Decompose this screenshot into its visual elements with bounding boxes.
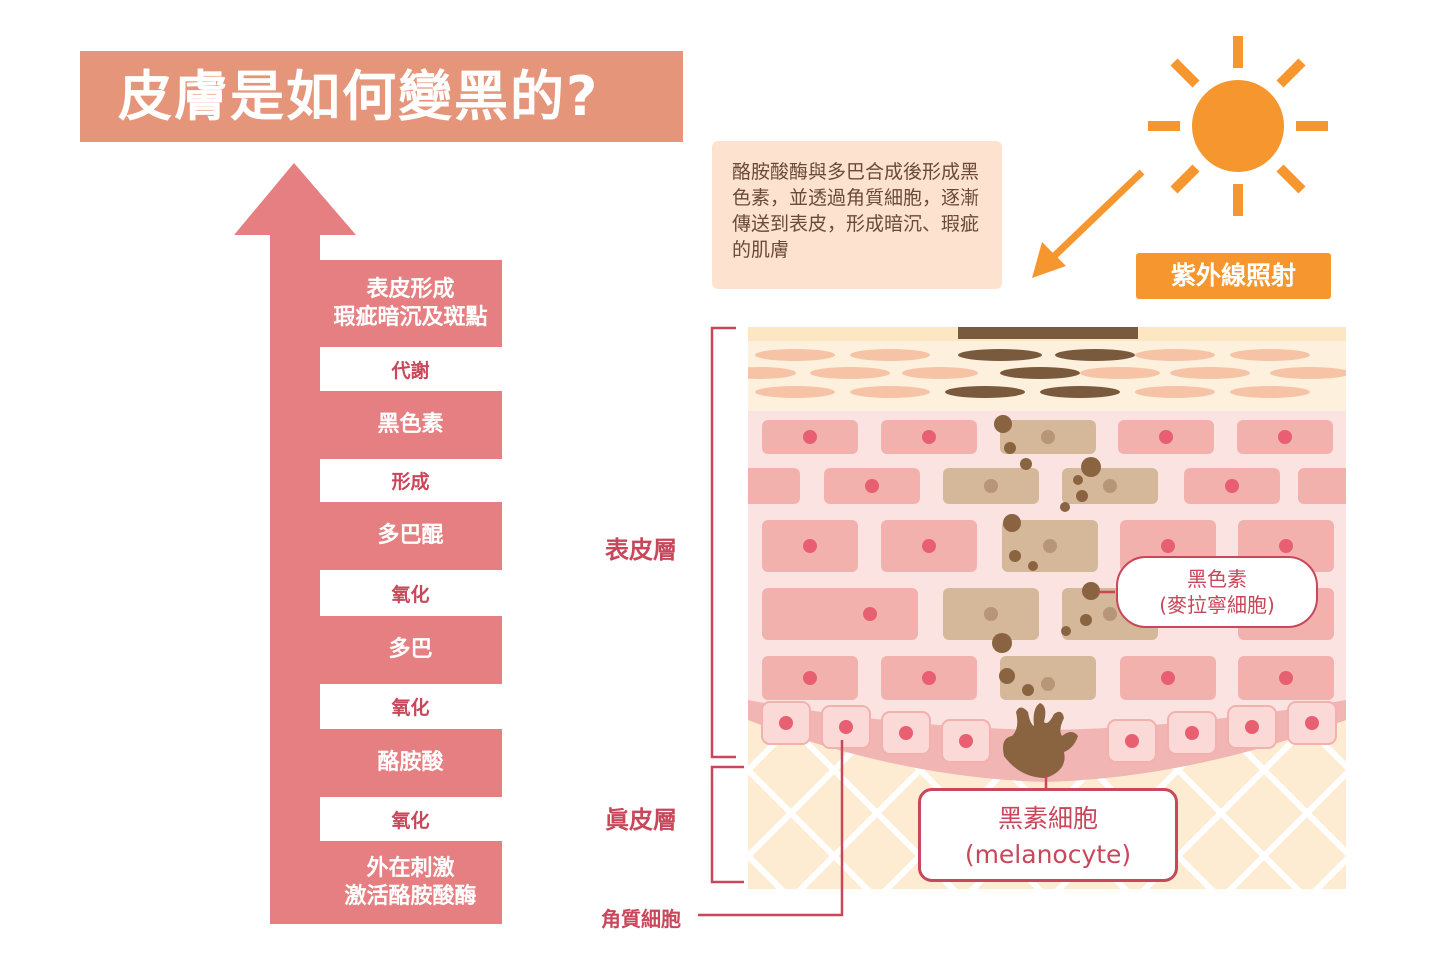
step-tyrosine: 酪胺酸 bbox=[319, 729, 502, 797]
melanocyte-callout-title: 黑素細胞 bbox=[997, 804, 1098, 833]
sun-icon bbox=[1148, 36, 1328, 216]
process-note: 酪胺酸酶與多巴合成後形成黑色素，並透過角質細胞，逐漸傳送到表皮，形成暗沉、瑕疵的… bbox=[712, 141, 1002, 289]
step-blemish: 表皮形成 瑕疵暗沉及斑點 bbox=[319, 260, 502, 347]
epidermis-label: 表皮層 bbox=[605, 536, 677, 564]
step-dopa: 多巴 bbox=[319, 616, 502, 684]
step-label: 多巴 bbox=[388, 637, 433, 662]
step-label: 酪胺酸 bbox=[377, 750, 444, 775]
connector-oxidation-2: 氧化 bbox=[391, 697, 430, 719]
step-melanin: 黑色素 bbox=[319, 391, 502, 459]
step-label: 多巴醌 bbox=[377, 523, 444, 548]
uv-label: 紫外線照射 bbox=[1136, 253, 1331, 299]
melanocyte-callout-subtitle: (melanocyte) bbox=[964, 840, 1132, 869]
melanocyte-shape bbox=[1003, 703, 1078, 778]
connector-metabolism: 代謝 bbox=[391, 359, 430, 382]
uv-arrow-icon bbox=[1032, 169, 1145, 278]
step-label: 黑色素 bbox=[377, 412, 444, 437]
page-title: 皮膚是如何變黑的? bbox=[80, 51, 683, 142]
melanin-granules bbox=[992, 415, 1101, 696]
melanin-callout-subtitle: (麥拉寧細胞) bbox=[1159, 593, 1275, 617]
connector-form: 形成 bbox=[391, 471, 430, 493]
keratinocyte-label: 角質細胞 bbox=[601, 907, 681, 931]
step-external-stimulus: 外在刺激 激活酪胺酸酶 bbox=[319, 841, 502, 924]
step-dopaquinone: 多巴醌 bbox=[319, 502, 502, 570]
step-label: 表皮形成 瑕疵暗沉及斑點 bbox=[333, 276, 488, 330]
dermis-label: 眞皮層 bbox=[605, 806, 677, 834]
melanin-callout-title: 黑色素 bbox=[1187, 567, 1247, 591]
step-label: 外在刺激 激活酪胺酸酶 bbox=[344, 855, 477, 909]
melanin-callout: 黑色素 (麥拉寧細胞) bbox=[1116, 556, 1318, 628]
connector-oxidation-1: 氧化 bbox=[391, 583, 430, 606]
connector-oxidation-3: 氧化 bbox=[391, 809, 430, 832]
melanocyte-callout: 黑素細胞 (melanocyte) bbox=[918, 788, 1178, 882]
